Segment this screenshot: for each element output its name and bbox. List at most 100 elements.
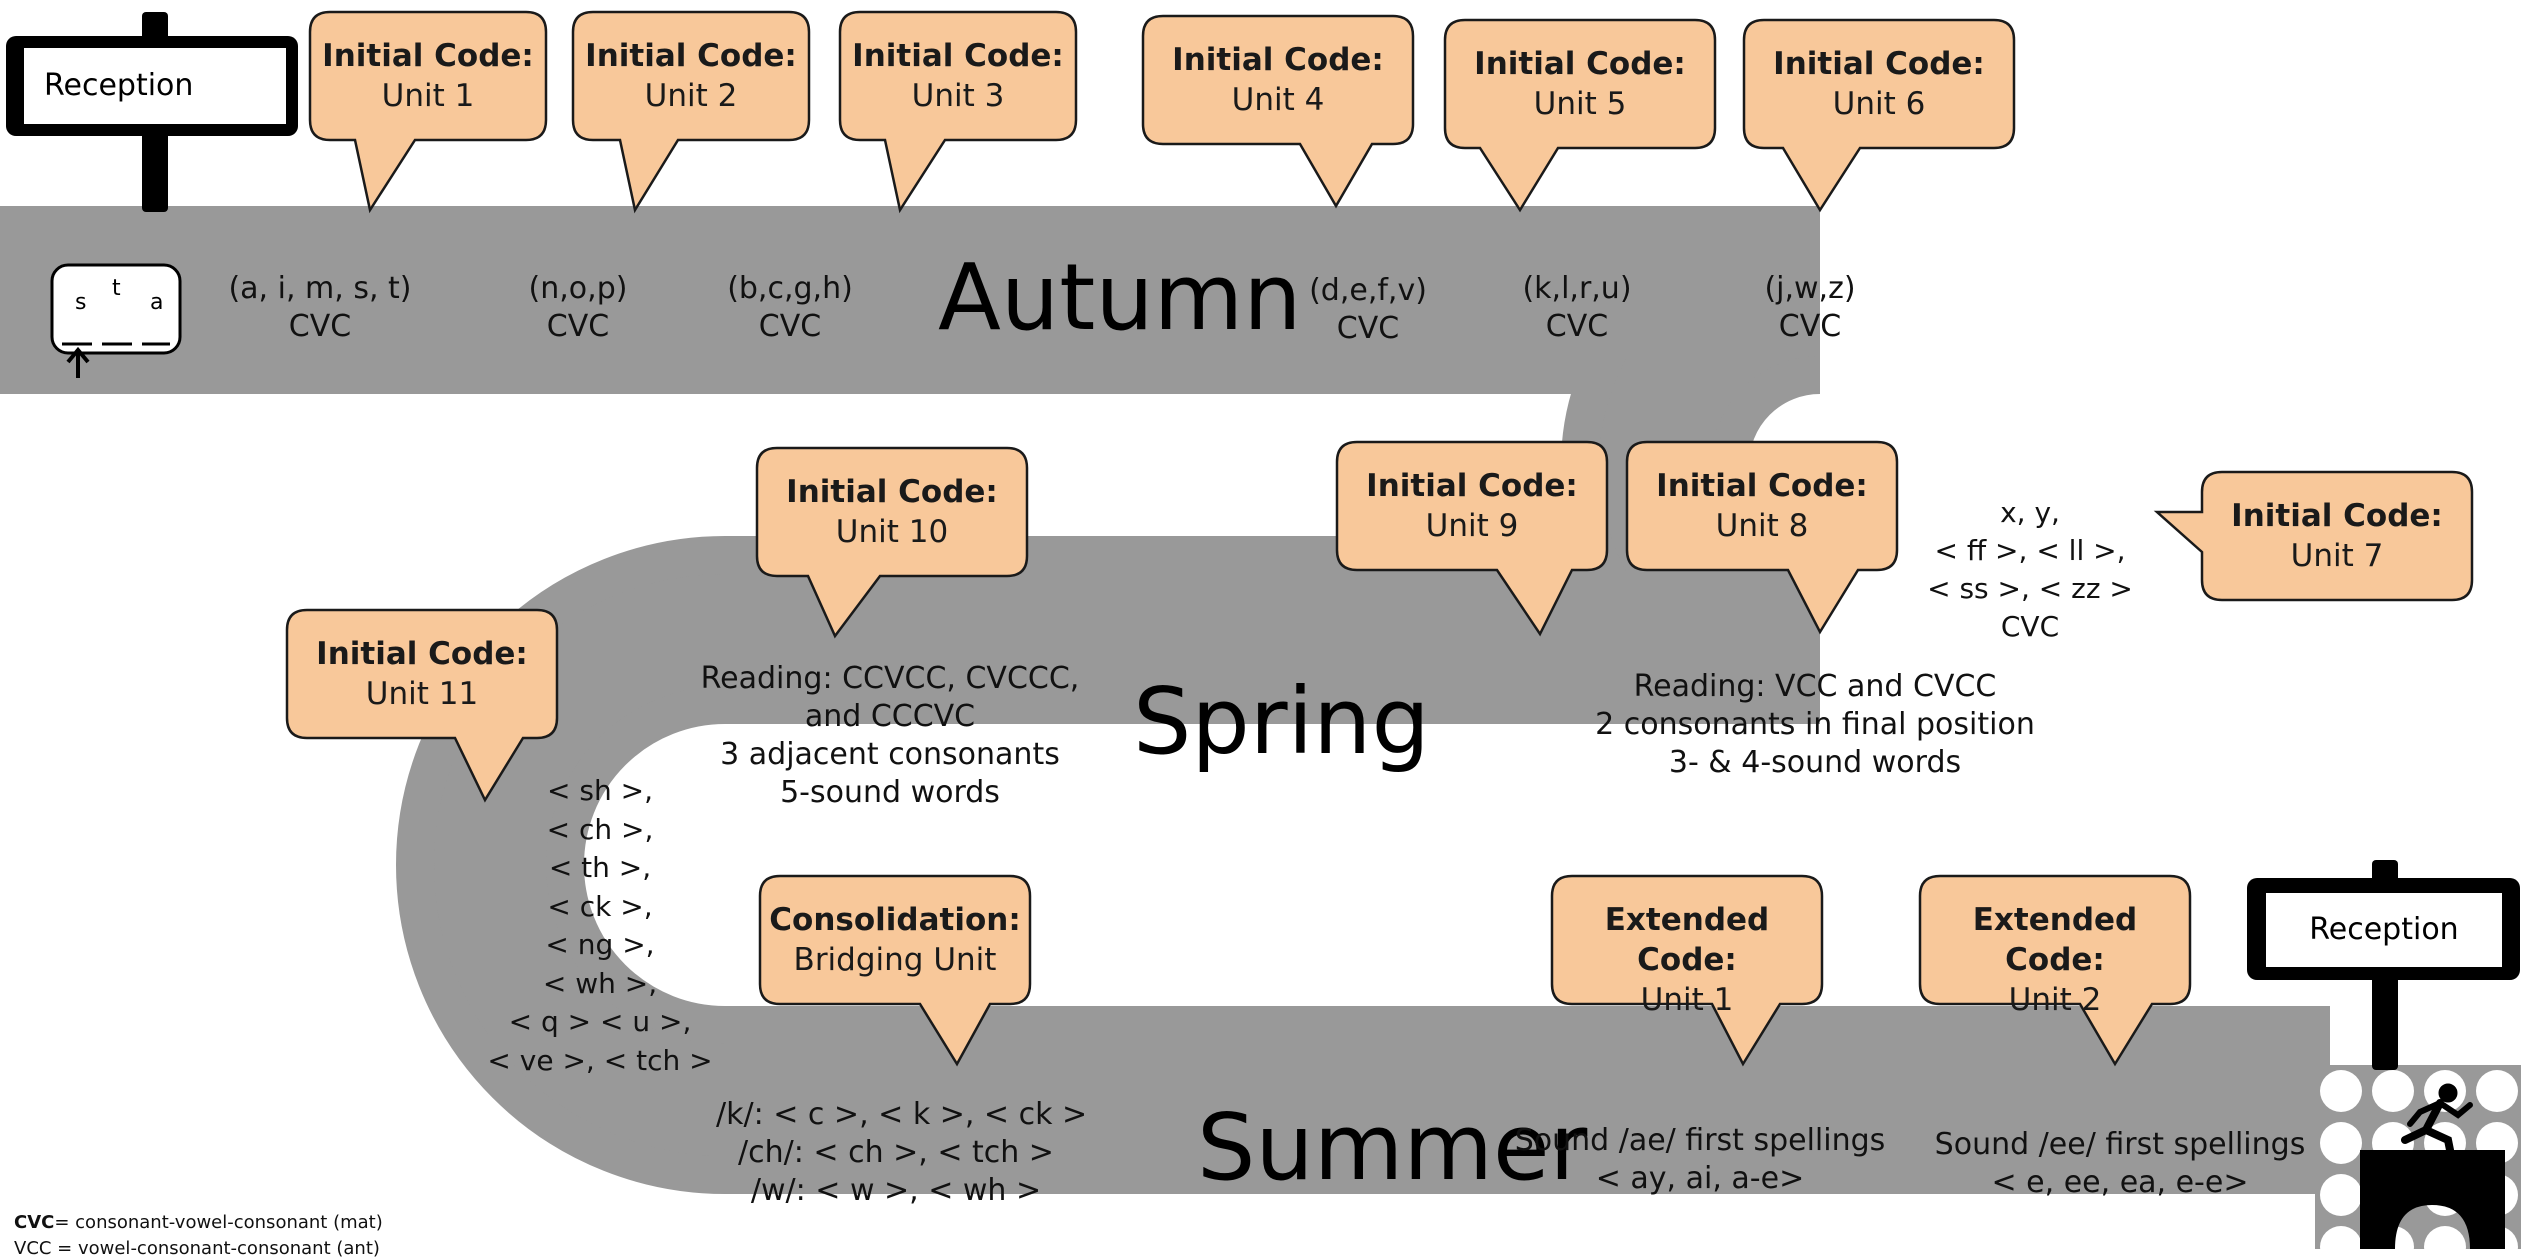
bubble-subtitle: Unit 10 bbox=[835, 514, 949, 550]
bubble-subtitle: Unit 6 bbox=[1832, 86, 1926, 122]
letter-card bbox=[50, 263, 182, 378]
road-text-line: < ss >, < zz > bbox=[1927, 572, 2133, 605]
road-text-line: (k,l,r,u) bbox=[1522, 271, 1632, 306]
bubble-subtitle: Unit 11 bbox=[365, 676, 479, 712]
road-text-line: /w/: < w >, < wh > bbox=[750, 1173, 1042, 1208]
bubble-initial-unit-3: Initial Code: Unit 3 bbox=[840, 36, 1076, 116]
road-text-line: CVC bbox=[1545, 309, 1609, 344]
bubble-title: Initial Code: bbox=[2231, 498, 2443, 534]
road-text-unit-5: (k,l,r,u)CVC bbox=[1487, 270, 1667, 346]
bubble-shape-bridging bbox=[758, 874, 1032, 1067]
bubble-initial-unit-8: Initial Code: Unit 8 bbox=[1627, 466, 1897, 546]
road-text-line: CVC bbox=[758, 309, 822, 344]
season-autumn: Autumn bbox=[938, 244, 1302, 351]
bubble-shape-u9 bbox=[1335, 440, 1609, 637]
road-text-line: (n,o,p) bbox=[528, 271, 628, 306]
bubble-subtitle: Unit 7 bbox=[2290, 538, 2384, 574]
bubble-subtitle: Unit 8 bbox=[1715, 508, 1809, 544]
road-text-line: < sh >, bbox=[547, 774, 653, 807]
season-summer: Summer bbox=[1197, 1094, 1588, 1201]
bubble-title: Initial Code: bbox=[585, 38, 797, 74]
bubble-subtitle: Unit 5 bbox=[1533, 86, 1627, 122]
bubble-title: Consolidation: bbox=[769, 902, 1021, 938]
road-text-line: CVC bbox=[1778, 309, 1842, 344]
road-text-line: < ay, ai, a-e> bbox=[1595, 1161, 1805, 1196]
road-text-unit-4: (d,e,f,v)CVC bbox=[1278, 272, 1458, 348]
bubble-shape-u6 bbox=[1742, 18, 2016, 213]
bubble-title: Initial Code: bbox=[852, 38, 1064, 74]
road-text-line: 3- & 4-sound words bbox=[1668, 745, 1962, 780]
bubble-subtitle: Unit 3 bbox=[911, 78, 1005, 114]
bubble-subtitle: Unit 1 bbox=[1640, 982, 1734, 1018]
road-centre-cover bbox=[0, 244, 2330, 1156]
road-text-line: Sound /ae/ first spellings bbox=[1514, 1123, 1886, 1158]
bubble-shape-u8 bbox=[1625, 440, 1899, 635]
bubble-initial-unit-7: Initial Code: Unit 7 bbox=[2202, 496, 2472, 576]
road-text-unit-3: (b,c,g,h)CVC bbox=[700, 270, 880, 346]
road-text-line: /k/: < c >, < k >, < ck > bbox=[716, 1097, 1088, 1132]
road-text-line: < ng >, bbox=[545, 928, 655, 961]
bubble-shape-u3 bbox=[838, 10, 1078, 214]
road-text-unit-7: x, y,< ff >, < ll >,< ss >, < zz >CVC bbox=[1920, 494, 2140, 646]
bubble-title: Initial Code: bbox=[1656, 468, 1868, 504]
road-text-unit-1: (a, i, m, s, t)CVC bbox=[200, 270, 440, 346]
legend-cvc: CVC= consonant-vowel-consonant (mat) bbox=[14, 1212, 383, 1234]
road-text-line: < ch >, bbox=[546, 812, 654, 846]
bubble-bridging-unit: Consolidation:Bridging Unit bbox=[760, 900, 1030, 980]
bubble-extended-unit-2: Extended Code:Unit 2 bbox=[1920, 900, 2190, 1020]
road-text-line: < wh >, bbox=[542, 966, 658, 1000]
road-text-line: < th >, bbox=[548, 851, 652, 884]
end-sign bbox=[2247, 860, 2520, 1070]
bubble-initial-unit-9: Initial Code: Unit 9 bbox=[1337, 466, 1607, 546]
road-text-line: (a, i, m, s, t) bbox=[228, 271, 412, 306]
bubble-initial-unit-5: Initial Code:Unit 5 bbox=[1445, 44, 1715, 124]
bubble-subtitle: Unit 9 bbox=[1425, 508, 1519, 544]
road-text-line: and CCCVC bbox=[804, 699, 976, 734]
card-letter-t: t bbox=[112, 276, 121, 301]
road-text-unit-2: (n,o,p)CVC bbox=[488, 270, 668, 346]
bubble-title: Initial Code: bbox=[1172, 42, 1384, 78]
road-text-line: 5-sound words bbox=[780, 775, 1000, 810]
road-text-line: 3 adjacent consonants bbox=[720, 737, 1060, 772]
bubble-shape-u4 bbox=[1141, 14, 1415, 209]
road-text-line: (b,c,g,h) bbox=[727, 271, 853, 306]
bubble-shape-u10 bbox=[755, 446, 1029, 639]
road-text-line: (d,e,f,v) bbox=[1309, 273, 1427, 308]
bubble-initial-unit-11: Initial Code: Unit 11 bbox=[287, 634, 557, 714]
start-sign-label: Reception bbox=[44, 68, 194, 103]
road-text-line: < ve >, < tch > bbox=[487, 1043, 713, 1077]
bubble-title: Extended Code: bbox=[1604, 902, 1770, 978]
road-text-line: Sound /ee/ first spellings bbox=[1934, 1127, 2306, 1162]
road-text-line: Reading: CCVCC, CVCCC, bbox=[700, 661, 1080, 696]
season-spring: Spring bbox=[1133, 668, 1430, 775]
bubble-shape-u5 bbox=[1443, 18, 1717, 213]
bubble-shape-u7 bbox=[2153, 470, 2474, 602]
bubble-title: Initial Code: bbox=[322, 38, 534, 74]
bubble-shape-ext2 bbox=[1918, 874, 2192, 1067]
bubble-subtitle: Unit 1 bbox=[381, 78, 475, 114]
running-person-icon bbox=[2401, 1083, 2473, 1154]
road-text-line: CVC bbox=[1336, 311, 1400, 346]
road bbox=[0, 206, 2330, 1194]
legend-cvc-definition: = consonant-vowel-consonant (mat) bbox=[54, 1212, 383, 1233]
road-text-extended-1: Sound /ae/ first spellings< ay, ai, a-e> bbox=[1510, 1122, 1890, 1198]
bubble-title: Initial Code: bbox=[1366, 468, 1578, 504]
road-text-line: < ck >, bbox=[547, 889, 653, 923]
bubble-subtitle: Unit 2 bbox=[644, 78, 738, 114]
card-letter-s: s bbox=[75, 290, 87, 315]
bubble-subtitle: Unit 2 bbox=[2008, 982, 2102, 1018]
speech-bubbles bbox=[285, 10, 2474, 1067]
bubble-shape-u11 bbox=[285, 608, 559, 803]
bubble-initial-unit-4: Initial Code:Unit 4 bbox=[1143, 40, 1413, 120]
road-text-line: CVC bbox=[2000, 610, 2060, 643]
road-text-bridging: /k/: < c >, < k >, < ck >/ch/: < ch >, <… bbox=[716, 1096, 1088, 1210]
legend-vcc: VCC = vowel-consonant-consonant (ant) bbox=[14, 1238, 380, 1259]
road-text-line: Reading: VCC and CVCC bbox=[1633, 669, 1997, 704]
bubble-extended-unit-1: Extended Code: Unit 1 bbox=[1552, 900, 1822, 1020]
bubble-title: Initial Code: bbox=[316, 636, 528, 672]
card-letter-a: a bbox=[150, 290, 164, 315]
bubble-title: Initial Code: bbox=[786, 474, 998, 510]
